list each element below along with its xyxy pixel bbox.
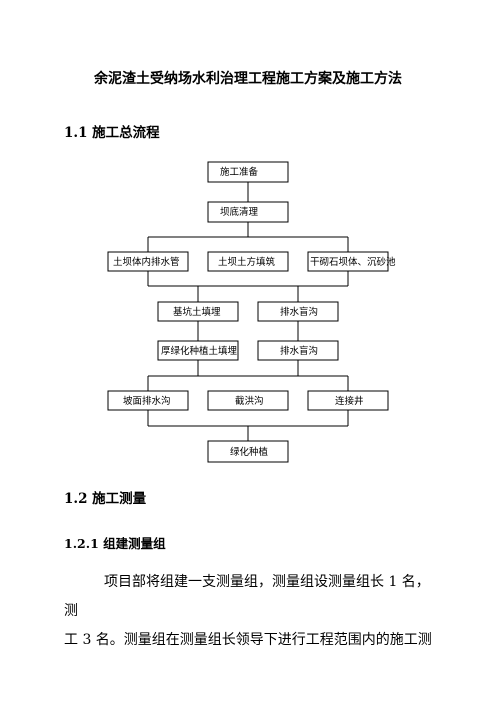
body-paragraph: 项目部将组建一支测量组，测量组设测量组长 1 名，测 工 3 名。测量组在测量组… bbox=[64, 568, 436, 655]
svg-text:土坝体内排水管: 土坝体内排水管 bbox=[113, 256, 180, 268]
svg-text:连接井: 连接井 bbox=[335, 395, 364, 407]
svg-text:截洪沟: 截洪沟 bbox=[235, 395, 264, 407]
box-connection-well: 连接井 bbox=[307, 390, 389, 411]
svg-text:绿化种植: 绿化种植 bbox=[230, 446, 269, 458]
section-heading-1-2: 1.2 施工测量 bbox=[64, 491, 147, 507]
section-heading-1-2-1: 1.2.1 组建测量组 bbox=[64, 536, 166, 551]
box-blind-drain-2: 排水盲沟 bbox=[257, 340, 339, 361]
flowchart-connectors bbox=[147, 182, 349, 441]
svg-text:排水盲沟: 排水盲沟 bbox=[280, 345, 318, 357]
svg-text:干砌石坝体、沉砂池: 干砌石坝体、沉砂池 bbox=[310, 256, 396, 268]
box-dam-drain-pipe: 土坝体内排水管 bbox=[107, 251, 189, 272]
box-blind-drain-1: 排水盲沟 bbox=[257, 301, 339, 322]
box-pit-backfill: 基坑土填埋 bbox=[157, 301, 239, 322]
svg-text:厚绿化种植土填埋: 厚绿化种植土填埋 bbox=[161, 345, 238, 357]
svg-text:排水盲沟: 排水盲沟 bbox=[280, 306, 318, 318]
box-construction-prep: 施工准备 bbox=[207, 161, 289, 183]
box-earth-dam-filling: 土坝土方填筑 bbox=[207, 251, 289, 272]
box-dam-base-cleaning: 坝底清理 bbox=[207, 201, 289, 223]
svg-text:施工准备: 施工准备 bbox=[220, 166, 259, 178]
box-green-soil-fill: 厚绿化种植土填埋 bbox=[157, 340, 239, 361]
svg-text:土坝土方填筑: 土坝土方填筑 bbox=[218, 256, 276, 268]
box-slope-drain-ditch: 坡面排水沟 bbox=[107, 390, 189, 411]
document-title: 余泥渣土受纳场水利治理工程施工方案及施工方法 bbox=[94, 71, 402, 87]
box-flood-intercept-ditch: 截洪沟 bbox=[207, 390, 289, 411]
svg-text:坝底清理: 坝底清理 bbox=[220, 206, 259, 218]
svg-text:坡面排水沟: 坡面排水沟 bbox=[123, 395, 171, 407]
box-greening-planting: 绿化种植 bbox=[207, 440, 289, 463]
box-dry-stone-dam: 干砌石坝体、沉砂池 bbox=[307, 251, 396, 272]
svg-text:基坑土填埋: 基坑土填埋 bbox=[173, 306, 221, 318]
section-heading-1-1: 1.1 施工总流程 bbox=[64, 125, 160, 141]
paragraph-line-1: 项目部将组建一支测量组，测量组设测量组长 1 名，测 bbox=[64, 574, 430, 619]
paragraph-line-2: 工 3 名。测量组在测量组长领导下进行工程范围内的施工测 bbox=[64, 632, 432, 648]
